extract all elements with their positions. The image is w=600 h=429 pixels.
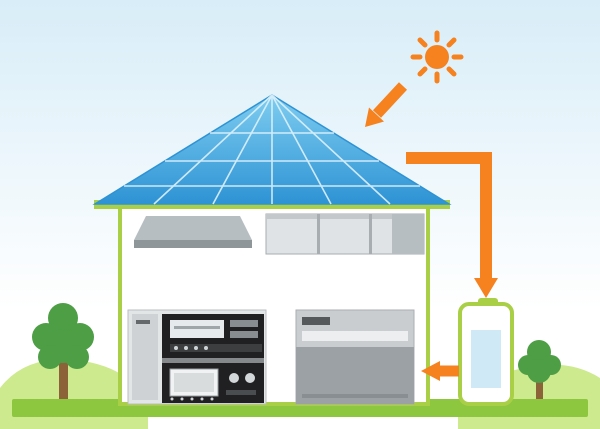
indicator-dot xyxy=(180,397,184,401)
indicator-dot xyxy=(170,397,174,401)
sun-core xyxy=(425,45,449,69)
window-panel-dark xyxy=(392,214,424,254)
button-row xyxy=(170,344,262,352)
module-divider xyxy=(162,358,264,363)
storage-battery xyxy=(458,298,514,406)
button-dot xyxy=(174,346,178,350)
sun-ray xyxy=(417,66,428,77)
cabinet-handle xyxy=(136,320,150,324)
indicator-dot xyxy=(210,397,214,401)
arrow-shaft xyxy=(406,152,492,278)
tree-foliage xyxy=(48,303,78,333)
tree-trunk xyxy=(536,370,543,402)
hood-vent xyxy=(134,240,252,248)
tree-foliage xyxy=(38,345,62,369)
dishwasher-slot xyxy=(302,331,408,341)
dishwasher-handle xyxy=(302,317,330,325)
energy-flow-arrows xyxy=(365,82,498,381)
tree-foliage xyxy=(527,359,551,383)
button-dot xyxy=(204,346,208,350)
sun-rays xyxy=(410,30,464,84)
cabinet-door xyxy=(132,314,158,400)
display-readout xyxy=(174,326,220,329)
arrowhead-icon xyxy=(365,107,384,127)
arrow-roof-to-battery xyxy=(406,152,498,298)
indicator-dot xyxy=(190,397,194,401)
window-divider xyxy=(317,214,320,254)
button-dot xyxy=(184,346,188,350)
arrow-sun-to-roof xyxy=(365,82,408,127)
knob xyxy=(245,373,255,383)
vent-slot xyxy=(230,331,258,338)
dishwasher xyxy=(295,309,415,405)
microwave-glass xyxy=(174,373,214,392)
hood-body xyxy=(134,216,252,240)
indicator-dot xyxy=(200,397,204,401)
arrowhead-icon xyxy=(474,278,498,298)
arrow-battery-to-house xyxy=(421,361,459,381)
panel-grid xyxy=(124,94,420,205)
window-rail xyxy=(266,214,424,219)
arrow-shaft xyxy=(372,82,408,118)
sun-ray xyxy=(417,37,428,48)
sun-ray xyxy=(446,37,457,48)
window-divider xyxy=(369,214,372,254)
tree-right xyxy=(518,340,561,402)
knob xyxy=(229,373,239,383)
sun-ray xyxy=(446,66,457,77)
tree-left xyxy=(32,303,94,402)
solar-panel-roof xyxy=(92,94,452,205)
button-strip xyxy=(226,390,256,395)
tree-foliage xyxy=(65,345,89,369)
tree-trunk xyxy=(59,350,68,402)
upstairs-window xyxy=(265,213,425,255)
house xyxy=(118,204,430,406)
dishwasher-kickplate xyxy=(302,394,408,398)
arrowhead-icon xyxy=(421,361,440,381)
kitchen-appliance-stack xyxy=(127,309,267,405)
battery-charge-level xyxy=(471,330,501,388)
vent-slot xyxy=(230,320,258,327)
range-hood xyxy=(134,216,252,248)
button-dot xyxy=(194,346,198,350)
sun-icon xyxy=(410,30,464,84)
